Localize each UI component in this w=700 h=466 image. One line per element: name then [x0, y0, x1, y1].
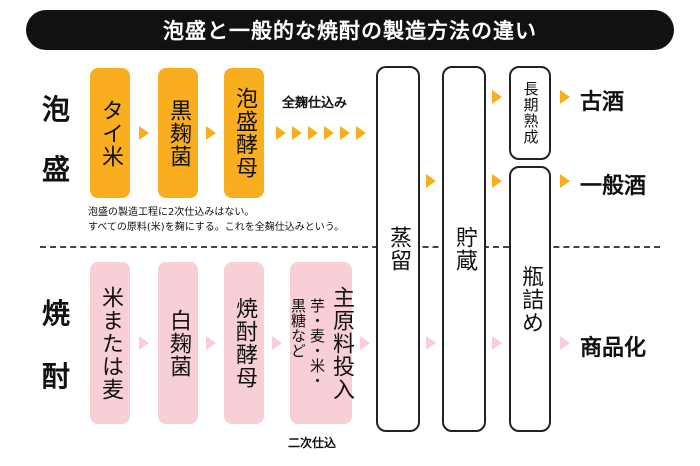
diagram-title: 泡盛と一般的な焼酎の製造方法の違い	[26, 10, 674, 50]
arrow-icon	[426, 174, 436, 188]
shochu-step-main-material: 主原料投入 芋・麦・米・ 黒糖など	[289, 262, 354, 424]
awamori-label-1: 泡	[41, 93, 70, 126]
step-storage-label: 貯蔵	[452, 226, 477, 272]
arrow-icon	[560, 336, 570, 350]
shochu-step-yeast-label: 焼酎酵母	[232, 297, 257, 389]
awamori-note-line-2: すべての原料(米)を麹にする。これを全麹仕込みという。	[88, 222, 345, 233]
arrow-icon	[139, 126, 149, 140]
arrow-icon	[139, 336, 149, 350]
step-bottling: 瓶詰め	[509, 166, 551, 432]
shochu-step-grain: 米または麦	[90, 262, 130, 424]
arrow-icon	[324, 126, 334, 140]
step-aging-label: 長期熟成	[521, 81, 540, 145]
arrow-icon	[560, 90, 570, 104]
step-storage: 貯蔵	[442, 66, 486, 432]
main-material-label: 主原料投入	[329, 285, 354, 401]
awamori-step-black-koji-label: 黒麹菌	[166, 98, 191, 168]
shochu-step-grain-label: 米または麦	[98, 285, 123, 401]
output-kusu: 古酒	[580, 90, 625, 115]
arrow-icon	[206, 336, 216, 350]
output-product: 商品化	[580, 336, 647, 361]
output-regular: 一般酒	[580, 174, 647, 199]
awamori-step-black-koji: 黒麹菌	[158, 68, 198, 198]
main-material-examples-2: 黒糖など	[289, 298, 307, 358]
step-bottling-label: 瓶詰め	[518, 264, 543, 334]
arrow-icon	[492, 174, 502, 188]
shochu-step-yeast: 焼酎酵母	[224, 262, 264, 424]
step-aging: 長期熟成	[509, 66, 551, 160]
awamori-note-line-1: 泡盛の製造工程に2次仕込みはない。	[88, 207, 255, 218]
awamori-step-rice-label: タイ米	[98, 98, 123, 168]
arrow-icon	[308, 126, 318, 140]
arrow-icon	[292, 126, 302, 140]
arrow-icon	[340, 126, 350, 140]
arrow-icon	[492, 90, 502, 104]
row-divider	[40, 246, 660, 248]
awamori-step-yeast-label: 泡盛酵母	[232, 87, 257, 179]
awamori-step-yeast: 泡盛酵母	[224, 68, 264, 198]
step-distillation-label: 蒸留	[386, 226, 411, 272]
arrow-icon	[276, 126, 286, 140]
main-material-examples-1: 芋・麦・米・	[308, 298, 326, 388]
arrow-icon	[560, 174, 570, 188]
shochu-label-2: 酎	[41, 360, 70, 393]
awamori-step-rice: タイ米	[90, 68, 130, 198]
arrow-icon	[272, 336, 282, 350]
shochu-step-white-koji-label: 白麹菌	[166, 308, 191, 378]
arrow-icon	[426, 336, 436, 350]
full-koji-label: 全麹仕込み	[282, 96, 348, 111]
shochu-label-1: 焼	[41, 297, 70, 330]
arrow-icon	[492, 336, 502, 350]
secondary-mash-label: 二次仕込	[288, 436, 337, 450]
arrow-icon	[356, 126, 366, 140]
step-distillation: 蒸留	[376, 66, 420, 432]
awamori-label-2: 盛	[41, 153, 70, 186]
arrow-icon	[360, 336, 370, 350]
arrow-icon	[206, 126, 216, 140]
shochu-step-white-koji: 白麹菌	[158, 262, 198, 424]
